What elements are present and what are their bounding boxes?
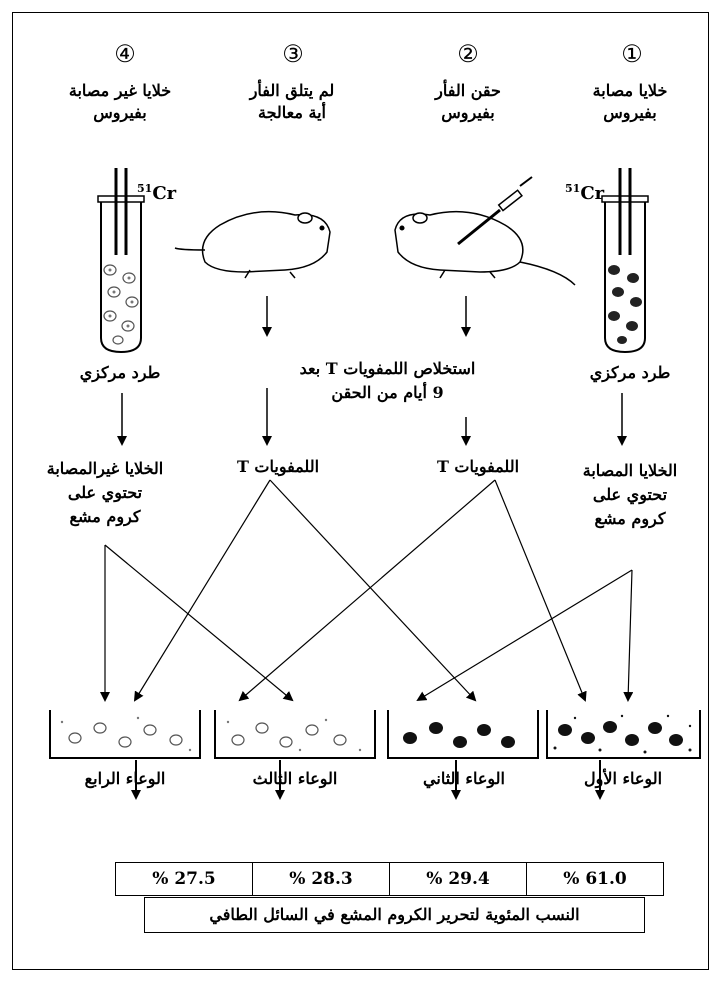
- container-1: [546, 710, 701, 759]
- lymphocytes-label-2: اللمفويات T: [436, 457, 520, 476]
- step-4-number: ④: [114, 40, 136, 68]
- step-2-title-line2: بفيروس: [441, 103, 495, 122]
- step-3-title-line2: أية معالجة: [258, 103, 326, 122]
- percentages-table: % 27.5 % 28.3 % 29.4 % 61.0: [115, 862, 664, 896]
- extraction-label-line1: استخلاص اللمفويات T بعد: [299, 359, 476, 378]
- step-4-title-line1: خلايا غير مصابة: [68, 81, 172, 100]
- infected-cells-line2: تحتوي على: [592, 485, 668, 504]
- centrifuge-label-right: طرد مركزي: [589, 363, 671, 382]
- percentage-container-3: % 28.3: [252, 862, 390, 896]
- arrows-row-1: [262, 296, 471, 337]
- step-3-number: ③: [282, 40, 304, 68]
- arrows-to-containers: [100, 479, 634, 702]
- uninfected-cells-line1: الخلايا غيرالمصابة: [46, 459, 164, 478]
- infected-cells-line3: كروم مشع: [594, 509, 666, 528]
- container-2-label: الوعاء الثاني: [423, 769, 505, 788]
- uninfected-cells-line3: كروم مشع: [69, 507, 141, 526]
- step-3-title-line1: لم يتلق الفأر: [249, 81, 335, 100]
- arrows-row-2: [117, 388, 627, 446]
- container-1-label: الوعاء الأول: [583, 769, 663, 788]
- container-3: [214, 710, 376, 759]
- mouse-injected: [394, 176, 576, 286]
- mouse-untreated: [174, 210, 331, 279]
- test-tube-infected: [601, 168, 649, 354]
- step-2-title-line1: حقن الفأر: [435, 81, 501, 100]
- infected-cells-line1: الخلايا المصابة: [582, 461, 678, 480]
- step-1-title-line2: بفيروس: [603, 103, 657, 122]
- step-4-title-line2: بفيروس: [93, 103, 147, 122]
- lymphocytes-label-3: اللمفويات T: [236, 457, 320, 476]
- centrifuge-label-left: طرد مركزي: [79, 363, 161, 382]
- isotope-label-left: 51Cr: [137, 182, 177, 204]
- percentage-container-1: % 61.0: [526, 862, 664, 896]
- container-4: [49, 710, 201, 759]
- test-tube-uninfected: [97, 168, 145, 354]
- percentage-container-2: % 29.4: [389, 862, 527, 896]
- uninfected-cells-line2: تحتوي على: [67, 483, 143, 502]
- step-1-title-line1: خلايا مصابة: [592, 81, 668, 100]
- percentages-row: % 27.5 % 28.3 % 29.4 % 61.0: [115, 862, 664, 896]
- table-caption: النسب المئوية لتحرير الكروم المشع في الس…: [144, 897, 645, 933]
- extraction-label-line2: 9 أيام من الحقن: [331, 383, 444, 402]
- container-2: [387, 710, 539, 759]
- isotope-label-right: 51Cr: [565, 182, 605, 204]
- container-3-label: الوعاء الثالث: [252, 769, 338, 788]
- arrows-to-percentages: [131, 760, 605, 800]
- figure-frame: [12, 12, 709, 970]
- step-2-number: ②: [457, 40, 479, 68]
- container-4-label: الوعاء الرابع: [84, 769, 166, 788]
- percentage-container-4: % 27.5: [115, 862, 253, 896]
- step-1-number: ①: [621, 40, 643, 68]
